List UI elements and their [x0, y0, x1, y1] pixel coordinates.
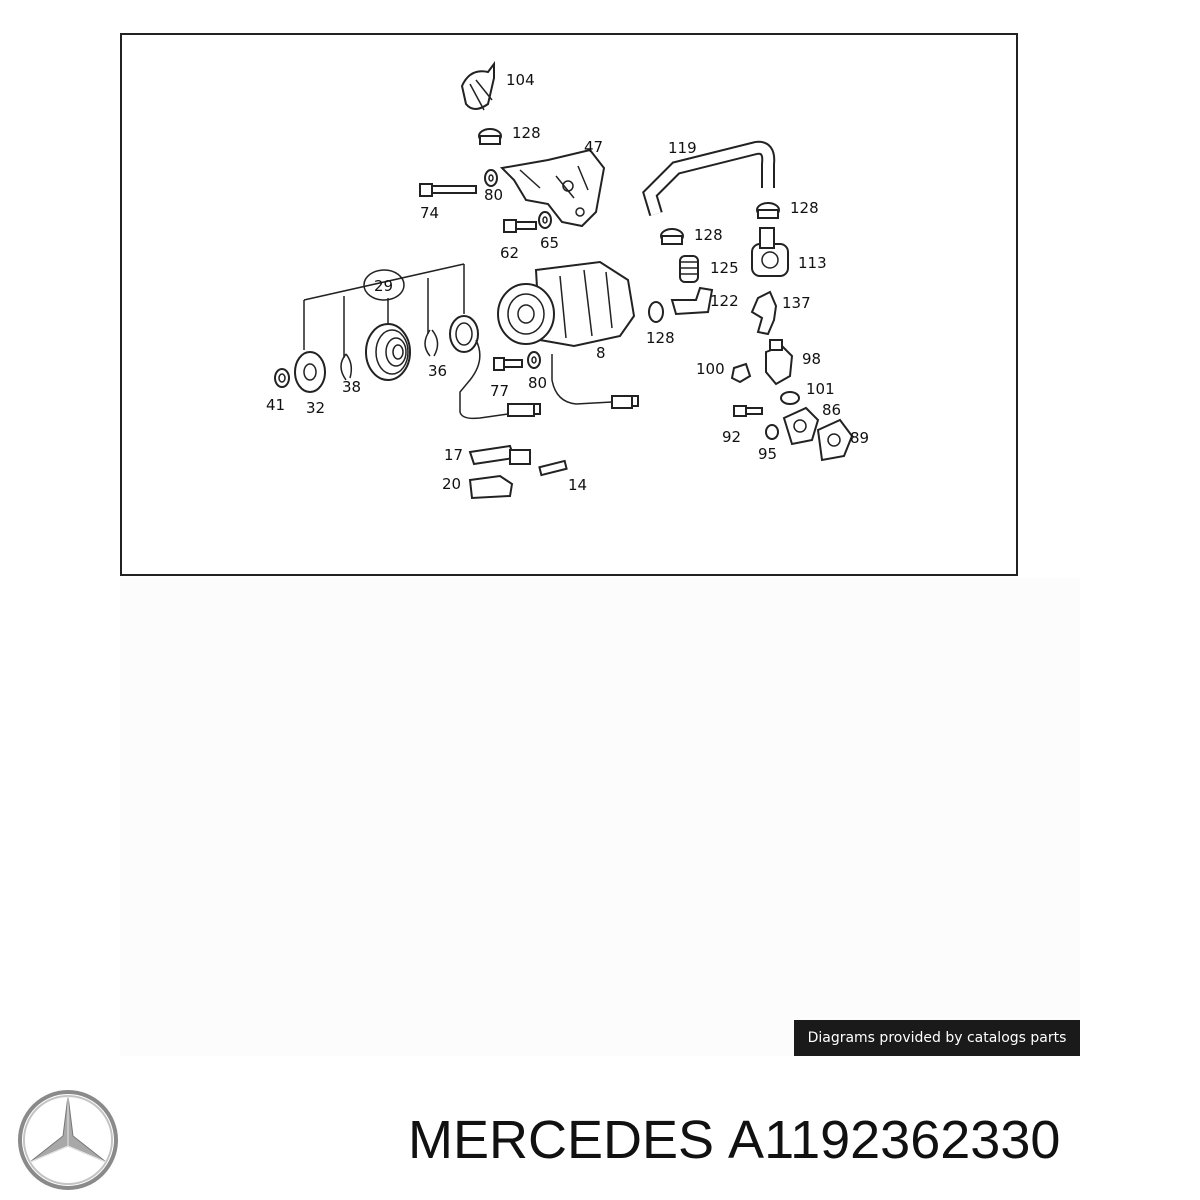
callout-80: 80	[484, 186, 503, 204]
part-bolt	[733, 405, 763, 417]
part-valve	[751, 227, 789, 277]
part-pulley	[365, 323, 411, 381]
callout-98: 98	[802, 350, 821, 368]
callout-128: 128	[694, 226, 723, 244]
callout-8: 8	[596, 344, 606, 362]
part-washer	[538, 211, 552, 229]
part-air-pump	[497, 260, 636, 348]
part-flange	[782, 406, 820, 446]
callout-80: 80	[528, 374, 547, 392]
part-gasket	[816, 418, 854, 462]
part-number: A1192362330	[728, 1110, 1061, 1170]
part-clamp	[648, 301, 664, 323]
callout-17: 17	[444, 446, 463, 464]
part-holder	[468, 474, 514, 500]
callout-62: 62	[500, 244, 519, 262]
callout-29: 29	[374, 277, 393, 295]
callout-104: 104	[506, 71, 535, 89]
callout-137: 137	[782, 294, 811, 312]
part-corrugated-hose	[679, 255, 699, 283]
callout-38: 38	[342, 378, 361, 396]
callout-65: 65	[540, 234, 559, 252]
callout-128: 128	[646, 329, 675, 347]
catalog-credit-banner: Diagrams provided by catalogs parts	[794, 1020, 1080, 1056]
callout-95: 95	[758, 445, 777, 463]
callout-36: 36	[428, 362, 447, 380]
callout-41: 41	[266, 396, 285, 414]
part-clutch-coil	[449, 315, 509, 420]
part-washer	[527, 351, 541, 369]
part-clamp	[660, 228, 684, 245]
callout-128: 128	[790, 199, 819, 217]
part-snap-ring	[340, 353, 353, 381]
callout-47: 47	[584, 138, 603, 156]
part-retaining-ring	[424, 329, 439, 357]
callout-32: 32	[306, 399, 325, 417]
part-connector	[507, 403, 541, 417]
part-hose	[642, 140, 776, 217]
part-cap	[730, 362, 752, 384]
part-wire-harness	[551, 354, 639, 409]
part-screw	[493, 357, 523, 371]
part-connector-bracket	[468, 444, 531, 466]
callout-77: 77	[490, 382, 509, 400]
callout-119: 119	[668, 139, 697, 157]
part-hose-elbow	[460, 61, 495, 111]
part-pin	[538, 459, 568, 477]
callout-labels: 104 128 47 119 80 74 62 65 128 128 125 1…	[266, 71, 869, 494]
part-bracket	[499, 148, 606, 228]
callout-86: 86	[822, 401, 841, 419]
part-gasket-ring	[780, 391, 800, 405]
part-clamp	[756, 202, 780, 219]
part-elbow-fitting	[670, 286, 714, 316]
mercedes-star-logo	[18, 1090, 118, 1190]
image-panel-background	[120, 578, 1080, 1056]
part-bolt	[419, 183, 477, 197]
part-clamp	[478, 128, 502, 145]
callout-125: 125	[710, 259, 739, 277]
callout-101: 101	[806, 380, 835, 398]
callout-89: 89	[850, 429, 869, 447]
callout-122: 122	[710, 292, 739, 310]
brand-name: MERCEDES	[408, 1110, 715, 1170]
part-tee-fitting	[750, 290, 778, 336]
callout-group-29	[303, 263, 465, 358]
callout-113: 113	[798, 254, 827, 272]
callout-20: 20	[442, 475, 461, 493]
part-nut	[274, 368, 290, 388]
callout-92: 92	[722, 428, 741, 446]
part-washer	[765, 424, 779, 440]
part-screw	[503, 219, 537, 233]
part-hub-flange	[294, 351, 326, 393]
callout-100: 100	[696, 360, 725, 378]
callout-14: 14	[568, 476, 587, 494]
callout-74: 74	[420, 204, 439, 222]
part-check-valve	[765, 339, 794, 386]
part-washer	[484, 169, 498, 187]
exploded-parts-diagram: 104 128 47 119 80 74 62 65 128 128 125 1…	[266, 61, 869, 500]
callout-128: 128	[512, 124, 541, 142]
